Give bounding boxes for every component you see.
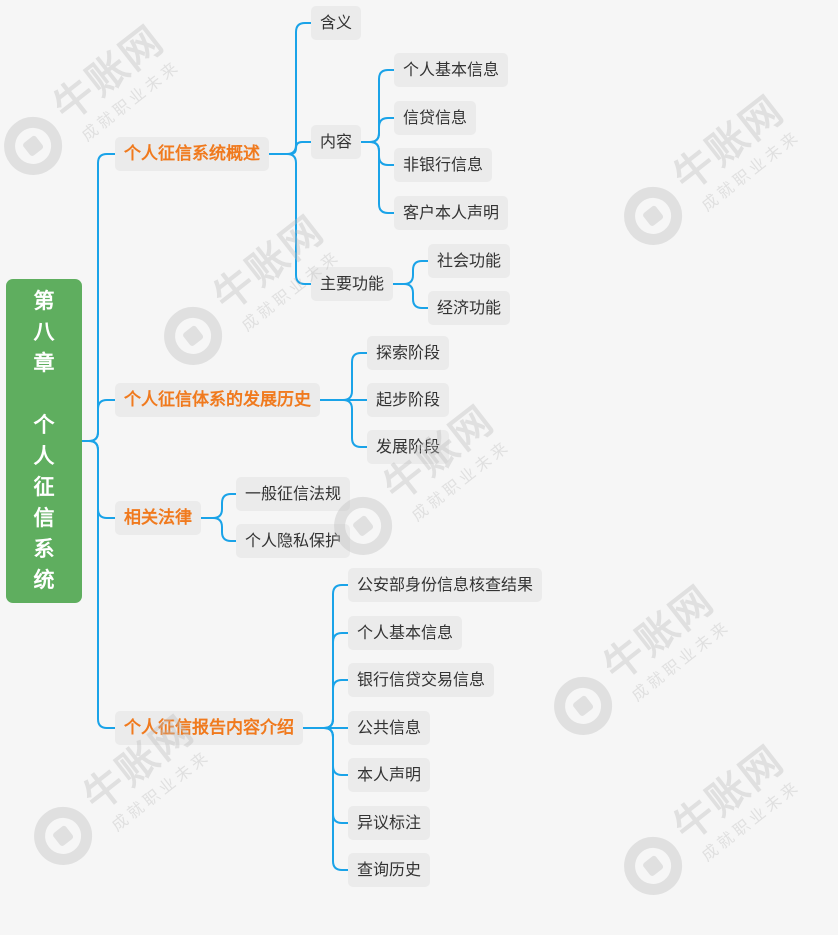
connector-line — [392, 283, 429, 309]
root-node[interactable]: 第 八 章 个 人 征 信 系 统 — [6, 279, 82, 603]
connector-line — [268, 141, 312, 155]
node-start-stage[interactable]: 起步阶段 — [367, 383, 450, 417]
connector-line — [81, 399, 116, 442]
node-meaning[interactable]: 含义 — [311, 6, 362, 40]
connector-line — [302, 679, 349, 729]
node-privacy-protection[interactable]: 个人隐私保护 — [236, 524, 351, 558]
connector-line — [268, 22, 312, 155]
node-customer-statement[interactable]: 客户本人声明 — [394, 196, 509, 230]
connector-line — [319, 352, 368, 401]
connector-line — [302, 584, 349, 729]
connector-line — [302, 727, 349, 776]
node-credit-info[interactable]: 信贷信息 — [394, 101, 477, 135]
node-development-stage[interactable]: 发展阶段 — [367, 430, 450, 464]
node-dispute-annotation[interactable]: 异议标注 — [348, 806, 431, 840]
connector-line — [268, 153, 312, 285]
connector-line — [319, 399, 368, 448]
connector-line — [200, 517, 237, 542]
node-non-bank-info[interactable]: 非银行信息 — [394, 148, 493, 182]
node-general-credit-regulations[interactable]: 一般征信法规 — [236, 477, 351, 511]
node-content[interactable]: 内容 — [311, 125, 362, 159]
connector-line — [392, 260, 429, 285]
node-report-basic-info[interactable]: 个人基本信息 — [348, 616, 463, 650]
branch-overview[interactable]: 个人征信系统概述 — [115, 137, 269, 171]
connector-line — [302, 727, 349, 871]
node-self-statement[interactable]: 本人声明 — [348, 758, 431, 792]
connector-line — [360, 69, 395, 143]
branch-history[interactable]: 个人征信体系的发展历史 — [115, 383, 320, 417]
branch-report[interactable]: 个人征信报告内容介绍 — [115, 711, 303, 745]
mind-map: 第 八 章 个 人 征 信 系 统 个人征信系统概述 个人征信体系的发展历史 相… — [0, 0, 838, 903]
branch-laws[interactable]: 相关法律 — [115, 501, 201, 535]
connector-line — [360, 141, 395, 214]
node-main-functions[interactable]: 主要功能 — [311, 267, 394, 301]
node-identity-check[interactable]: 公安部身份信息核查结果 — [348, 568, 543, 602]
node-bank-credit-transactions[interactable]: 银行信贷交易信息 — [348, 663, 495, 697]
connector-lines — [81, 22, 429, 871]
node-economic-function[interactable]: 经济功能 — [428, 291, 511, 325]
node-social-function[interactable]: 社会功能 — [428, 244, 511, 278]
connector-line — [81, 440, 116, 729]
connector-line — [360, 117, 395, 143]
node-query-history[interactable]: 查询历史 — [348, 853, 431, 887]
node-public-info[interactable]: 公共信息 — [348, 711, 431, 745]
connector-line — [81, 153, 116, 442]
connector-line — [200, 493, 237, 519]
node-basic-info[interactable]: 个人基本信息 — [394, 53, 509, 87]
node-exploration-stage[interactable]: 探索阶段 — [367, 336, 450, 370]
